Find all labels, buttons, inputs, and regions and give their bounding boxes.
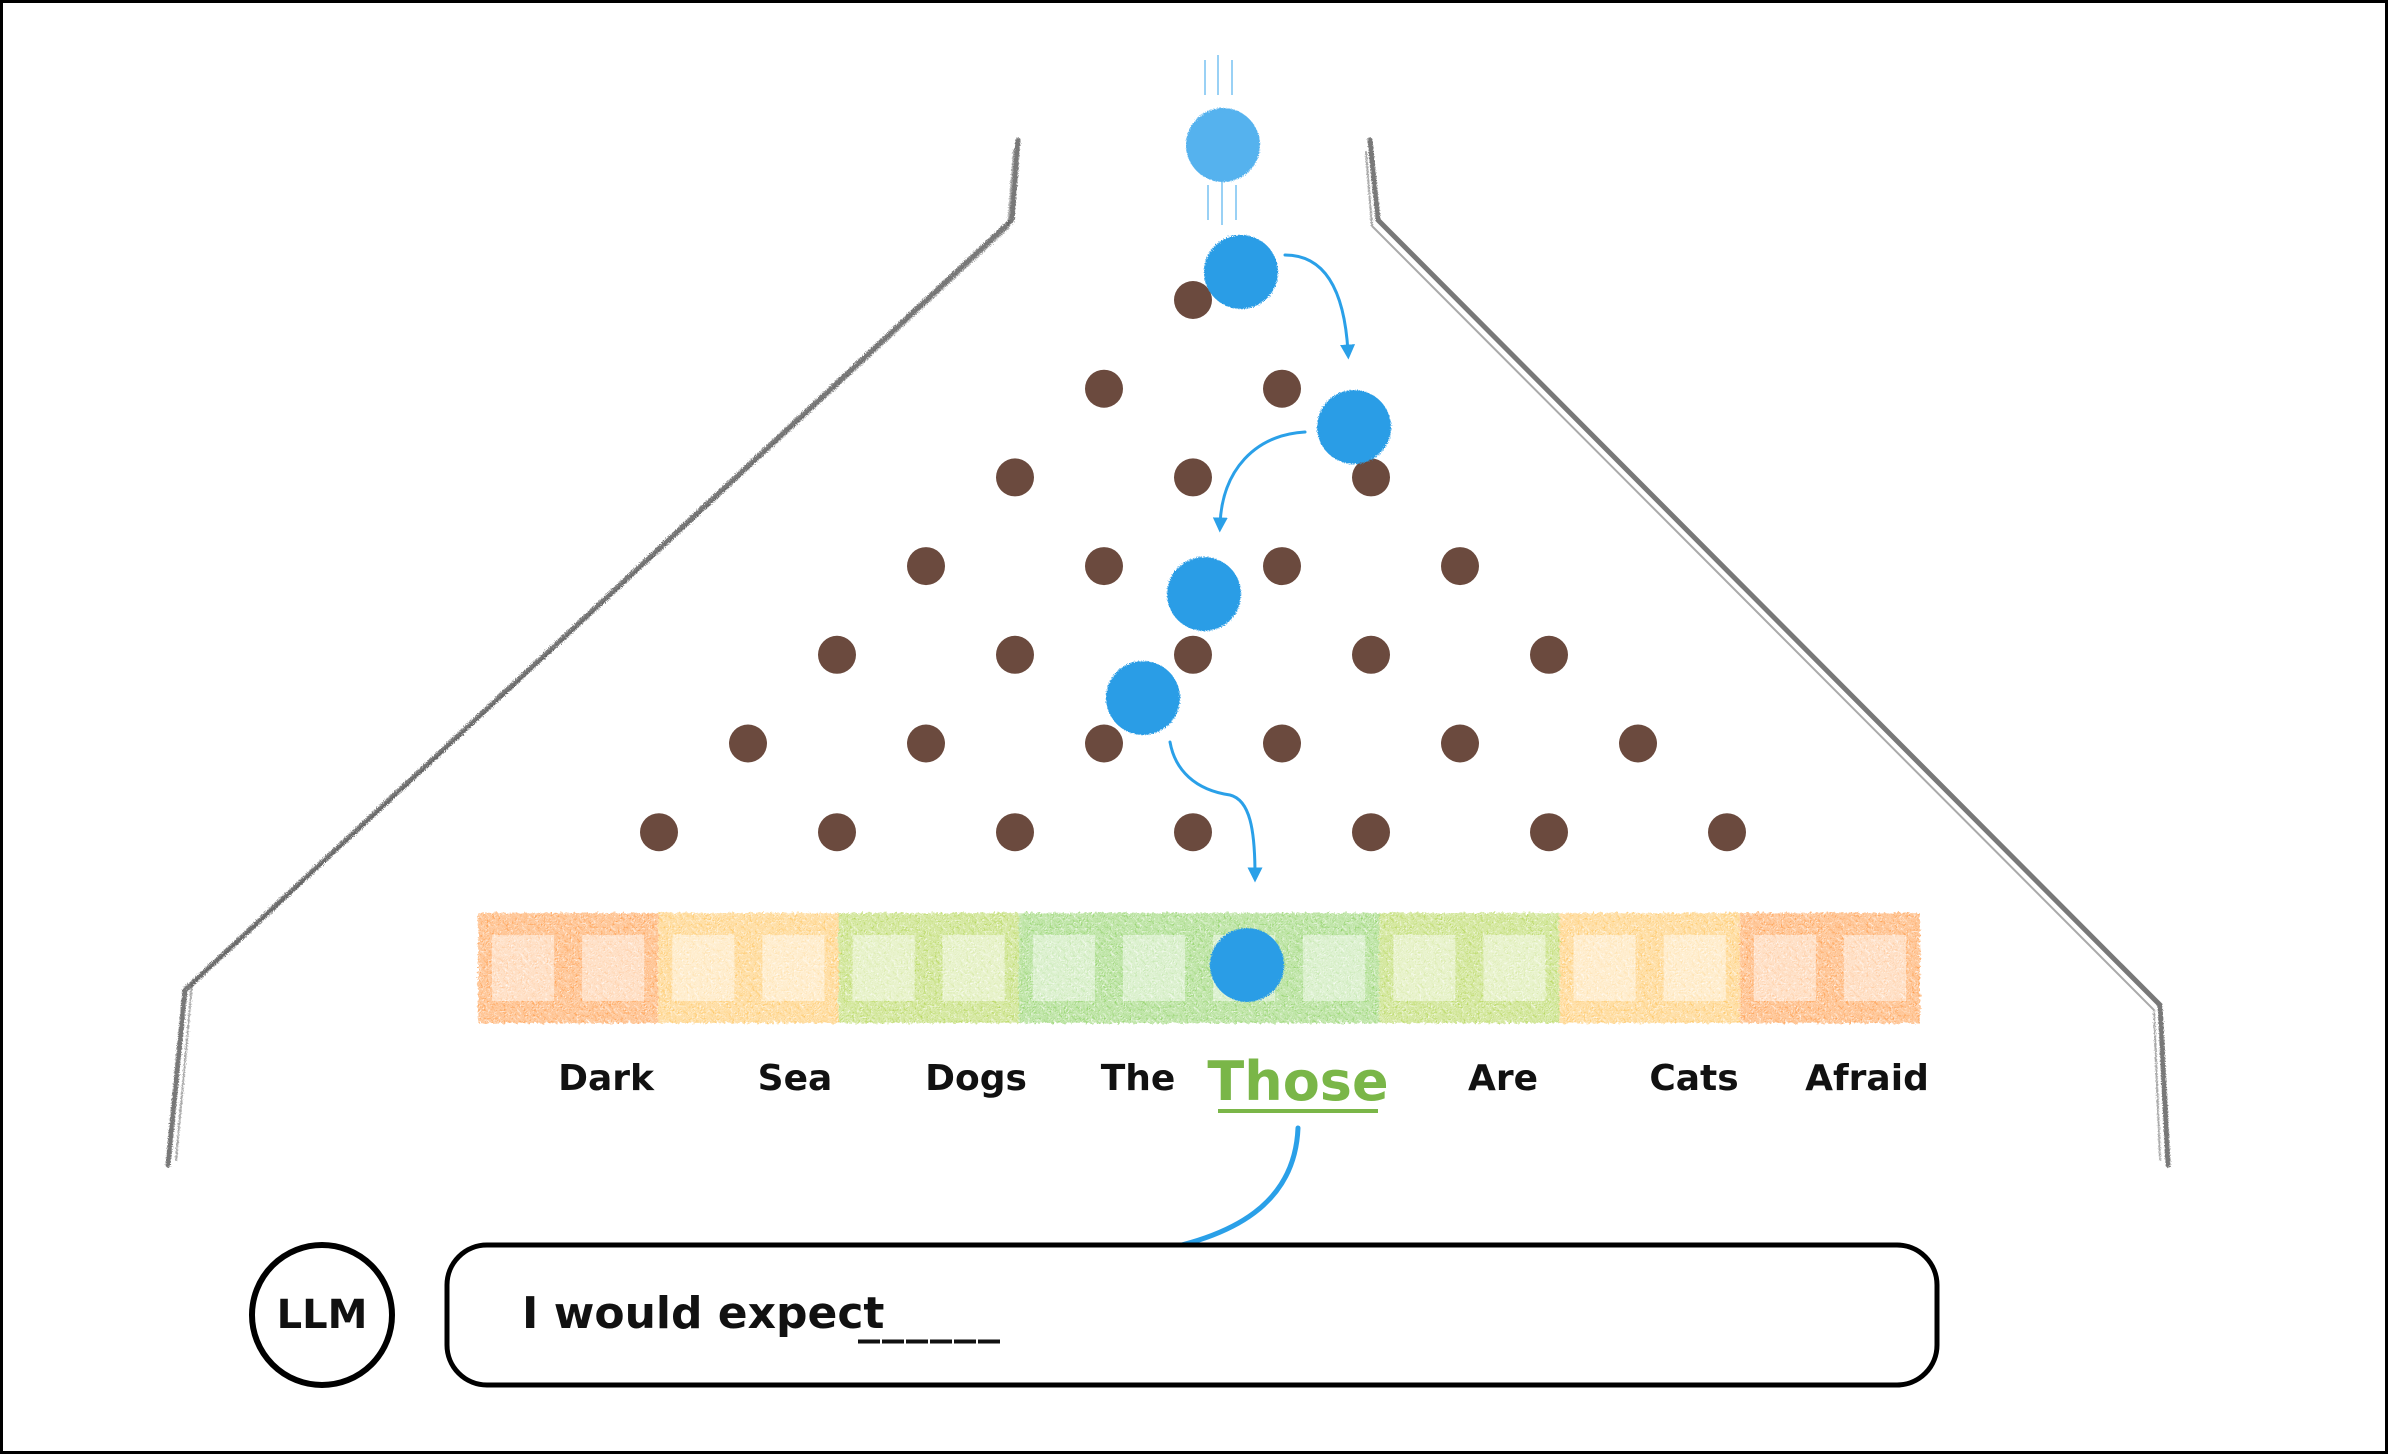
peg (818, 813, 856, 852)
ball (1317, 390, 1391, 464)
prompt-box: I would expect ______ (444, 1242, 1940, 1388)
word-label: Dogs (925, 1058, 1027, 1099)
prompt-text: I would expect (522, 1288, 884, 1339)
funnel-walls (165, 137, 2171, 1168)
llm-badge: LLM (249, 1242, 395, 1388)
peg (996, 458, 1034, 497)
peg (1085, 369, 1123, 408)
bounce-arrow-1 (1283, 253, 1356, 360)
bin (568, 913, 659, 1023)
peg (1263, 547, 1301, 586)
word-label: Sea (758, 1058, 833, 1099)
bin (1559, 913, 1650, 1023)
prompt-blank: ______ (858, 1293, 1002, 1344)
peg (1530, 813, 1568, 852)
bounce-arrows (1168, 253, 1356, 883)
bin (478, 913, 569, 1023)
bin (838, 913, 929, 1023)
ball (1106, 661, 1180, 735)
peg (1085, 547, 1123, 586)
bin (1379, 913, 1470, 1023)
peg (1174, 281, 1212, 319)
bounce-arrow-3 (1168, 740, 1263, 883)
bin (658, 913, 749, 1023)
peg (1263, 724, 1301, 763)
bin (1739, 913, 1830, 1023)
bin (748, 913, 839, 1023)
funnel-left-wall (165, 137, 1021, 1168)
bin (1649, 913, 1740, 1023)
ball (1210, 928, 1284, 1002)
peg (640, 813, 678, 852)
candidate-words: Dark Sea Dogs The Those Are Cats Afraid (558, 1050, 1929, 1113)
probability-bins (478, 913, 1920, 1023)
peg (1352, 635, 1390, 674)
peg (1708, 813, 1746, 852)
peg (996, 813, 1034, 852)
peg (1174, 813, 1212, 852)
bounce-arrow-2 (1212, 430, 1307, 533)
bin (1108, 913, 1199, 1023)
peg (1352, 458, 1390, 497)
bin (1018, 913, 1109, 1023)
peg (1441, 724, 1479, 763)
word-label: Are (1468, 1058, 1538, 1099)
peg (907, 724, 945, 763)
peg (1352, 813, 1390, 852)
word-label: The (1101, 1058, 1176, 1099)
bin (1469, 913, 1560, 1023)
peg (1174, 635, 1212, 674)
word-label: Cats (1649, 1058, 1738, 1099)
peg-grid (640, 281, 1746, 852)
peg (1263, 369, 1301, 408)
bin (1289, 913, 1380, 1023)
falling-balls (1106, 108, 1391, 1002)
word-label: Afraid (1805, 1058, 1929, 1099)
peg (729, 724, 767, 763)
ball (1204, 235, 1278, 309)
peg (1619, 724, 1657, 763)
bin (928, 913, 1019, 1023)
peg (1174, 458, 1212, 497)
peg (818, 635, 856, 674)
ball (1186, 108, 1260, 182)
ball (1167, 557, 1241, 631)
word-label-selected: Those (1207, 1050, 1388, 1113)
prompt-box-border (444, 1242, 1940, 1388)
peg (1085, 724, 1123, 763)
llm-label: LLM (277, 1292, 368, 1338)
llm-circle (249, 1242, 395, 1388)
bin (1829, 913, 1920, 1023)
drop-trail (1204, 55, 1237, 225)
peg (1441, 547, 1479, 586)
peg (996, 635, 1034, 674)
funnel-right-wall (1367, 137, 2171, 1168)
word-label: Dark (558, 1058, 655, 1099)
peg (907, 547, 945, 586)
peg (1530, 635, 1568, 674)
